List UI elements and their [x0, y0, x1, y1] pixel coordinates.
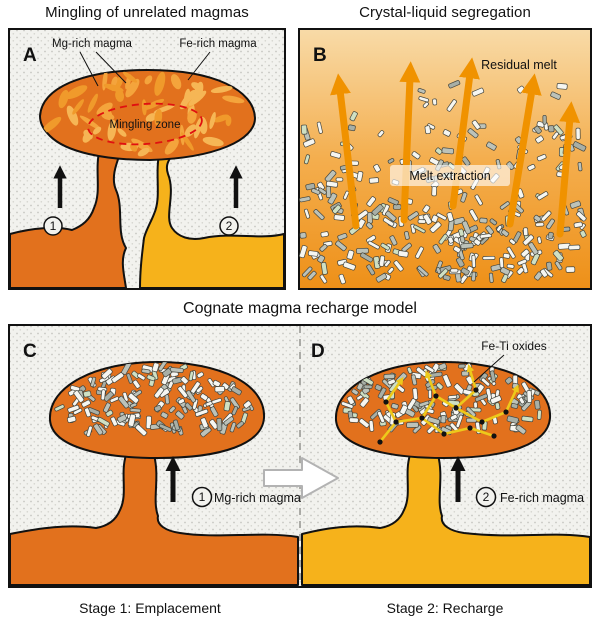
melt-vein: [454, 384, 519, 424]
mg-label-leader-2: [95, 51, 127, 84]
mg-rich-magma-label: Mg-rich magma: [52, 38, 132, 50]
panel-b-title: Crystal-liquid segregation: [359, 4, 531, 21]
panel-cd: Fe-Ti oxides 1 Mg-rich magma 2 Fe-rich m…: [8, 324, 592, 588]
melt-arrow: [399, 61, 421, 224]
melt-arrow: [556, 101, 581, 238]
mingled-magma-texture: [41, 70, 245, 157]
stage-1-caption: Stage 1: Emplacement: [79, 600, 221, 616]
mg-magma-feeder-left: [9, 147, 127, 289]
fe-ti-label-leader: [473, 354, 505, 383]
step-number-d: 2: [483, 490, 490, 504]
fe-label-leader: [187, 51, 211, 81]
melt-vein: [394, 370, 438, 424]
panel-a-letter: A: [23, 45, 37, 66]
melt-arrow: [330, 73, 360, 230]
step-1-badge: [43, 216, 63, 236]
panel-b-letter: B: [313, 45, 327, 66]
fe-ti-oxides-label: Fe-Ti oxides: [481, 339, 547, 353]
step-badge-c: [191, 486, 213, 508]
step-badge-d: [475, 486, 497, 508]
mg-rich-magma-caption: Mg-rich magma: [214, 491, 301, 505]
melt-extraction-band: [390, 165, 510, 186]
mingling-zone-outline: [87, 102, 203, 146]
panel-b: Melt extraction Residual melt B: [298, 28, 592, 290]
mingling-zone-label: Mingling zone: [110, 119, 181, 131]
bottom-section-title: Cognate magma recharge model: [183, 300, 417, 317]
residual-melt-label: Residual melt: [481, 58, 557, 72]
melt-vein: [434, 364, 478, 410]
fe-magma-feeder-right: [139, 149, 285, 289]
melt-vein: [420, 416, 496, 438]
step-2-badge: [219, 216, 239, 236]
melt-vein: [378, 376, 404, 444]
step-2-number: 2: [226, 219, 233, 233]
step-1-number: 1: [50, 219, 57, 233]
crystal-mush-c: [54, 362, 255, 438]
fe-rich-magma-caption: Fe-rich magma: [500, 491, 584, 505]
panel-a: Mingling zone Mg-rich magma Fe-rich magm…: [8, 28, 286, 290]
mg-label-leader-1: [79, 51, 99, 87]
panel-a-title: Mingling of unrelated magmas: [45, 4, 249, 21]
stage-2-caption: Stage 2: Recharge: [386, 600, 504, 616]
panel-c-letter: C: [23, 341, 37, 362]
melt-arrow: [506, 73, 542, 228]
melt-extraction-label: Melt extraction: [409, 169, 490, 183]
mg-magma-feeder-c: [9, 454, 299, 586]
fe-ti-oxide-dots: [377, 387, 509, 445]
fe-rich-magma-label: Fe-rich magma: [179, 38, 257, 50]
stage-transition-arrow: [263, 457, 339, 499]
step-number-c: 1: [199, 490, 206, 504]
melt-vein-network: [378, 364, 519, 444]
fe-magma-feeder-d: [301, 454, 591, 586]
panel-d-letter: D: [311, 341, 325, 362]
